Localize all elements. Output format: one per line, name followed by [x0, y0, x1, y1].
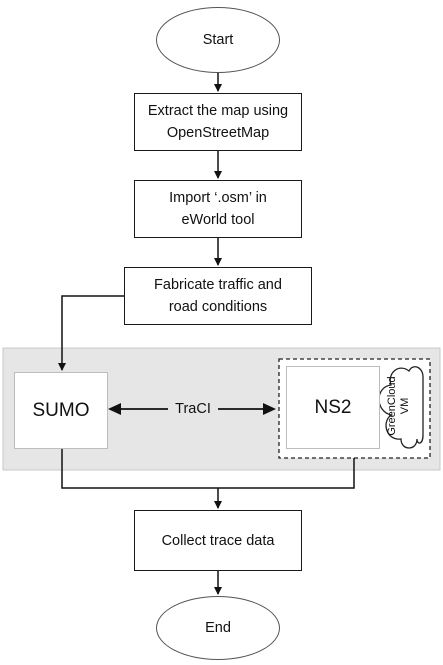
greencloud-line-1: GreenCloud: [386, 376, 398, 436]
arrow-fabricate-to-sumo: [58, 295, 124, 371]
import-line-1: Import ‘.osm’ in: [169, 190, 267, 206]
end-terminal: End: [156, 596, 280, 660]
start-label: Start: [202, 32, 234, 48]
traci-text: TraCI: [175, 401, 211, 417]
collect-label: Collect trace data: [161, 532, 275, 549]
import-osm-step: Import ‘.osm’ in eWorld tool: [134, 180, 302, 238]
extract-map-step: Extract the map using OpenStreetMap: [134, 93, 302, 151]
fabricate-line-2: road conditions: [168, 299, 268, 315]
fabricate-traffic-step: Fabricate traffic and road conditions: [124, 267, 312, 325]
greencloud-line-2: VM: [399, 397, 411, 415]
traci-label: TraCI: [168, 400, 218, 418]
extract-line-2: OpenStreetMap: [166, 125, 270, 141]
extract-line-1: Extract the map using: [147, 103, 289, 119]
sumo-simulator: SUMO: [14, 372, 108, 449]
start-terminal: Start: [156, 7, 280, 73]
ns2-simulator: NS2: [286, 366, 380, 449]
line-vm-to-merge: [218, 458, 355, 489]
fabricate-line-1: Fabricate traffic and: [154, 277, 282, 293]
end-label: End: [205, 620, 231, 636]
ns2-label: NS2: [314, 396, 352, 418]
cloud-icon: [378, 366, 424, 449]
line-sumo-to-merge: [61, 449, 218, 489]
collect-trace-step: Collect trace data: [134, 510, 302, 571]
traci-arrowhead-right: [263, 403, 276, 415]
traci-arrowhead-left: [108, 403, 121, 415]
import-line-2: eWorld tool: [181, 212, 255, 228]
sumo-label: SUMO: [32, 399, 90, 421]
greencloud-vm-label: GreenCloud VM: [386, 376, 420, 436]
